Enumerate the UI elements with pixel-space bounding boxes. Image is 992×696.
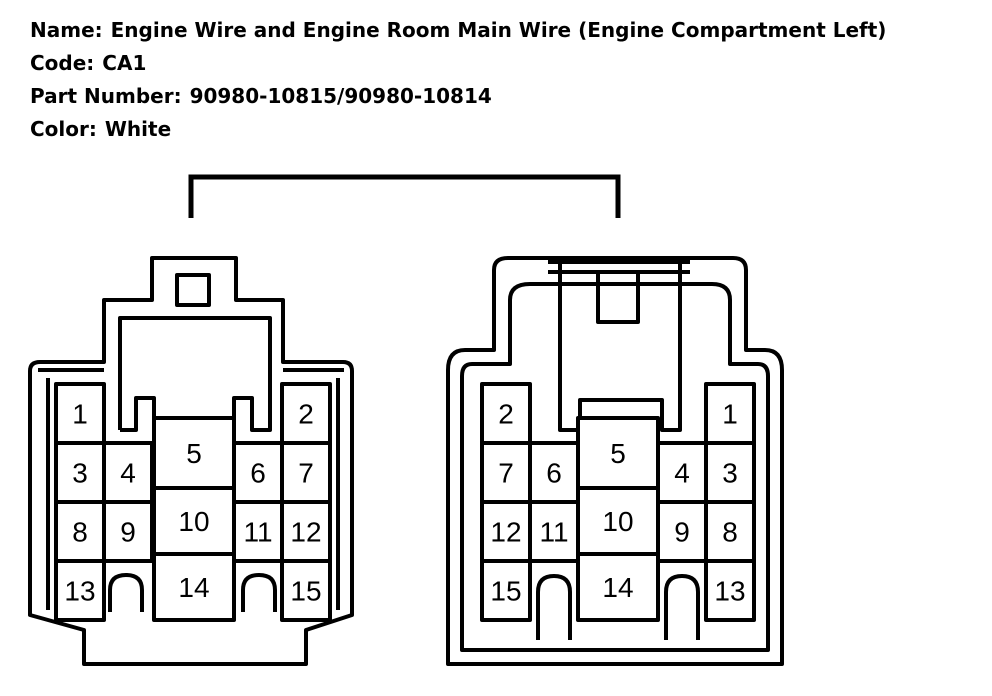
left-pin-label: 7: [298, 458, 314, 489]
right-cavity-13: [704, 559, 756, 622]
right-lock-window: [596, 270, 640, 324]
right-pin-label: 10: [602, 506, 633, 537]
right-pin-label: 3: [722, 458, 738, 489]
left-pin-label: 12: [290, 517, 321, 548]
connector-info: Name: Engine Wire and Engine Room Main Wi…: [30, 14, 886, 146]
right-pin-label: 4: [674, 458, 690, 489]
left-lock-tab-side: [120, 396, 156, 432]
left-cavity-6: [232, 441, 284, 504]
right-pin-label: 6: [546, 458, 562, 489]
right-cavity-3: [704, 441, 756, 504]
code-line: Code: CA1: [30, 47, 886, 80]
left-bottom-notch: [108, 573, 277, 612]
left-cavity-5: [152, 416, 236, 490]
code-label: Code:: [30, 51, 95, 75]
left-cavity-11: [232, 500, 284, 563]
left-cavity-13: [54, 559, 106, 622]
right-pin-label: 14: [602, 572, 633, 603]
left-pin-label: 14: [178, 572, 209, 603]
code-value: CA1: [102, 51, 147, 75]
right-connector: 2 1 7 6 4 3 12 11 9 8 15 13 5 10 14: [446, 256, 784, 666]
right-pin-label: 8: [722, 517, 738, 548]
right-pin-label: 7: [498, 458, 514, 489]
left-cavity-15: [280, 559, 332, 622]
right-cavity-15: [480, 559, 532, 622]
left-pin-label: 13: [64, 576, 95, 607]
left-pin-label: 3: [72, 458, 88, 489]
mating-bracket: [188, 174, 621, 218]
left-lock-tab: [118, 316, 272, 432]
right-cavity-1: [704, 382, 756, 445]
right-pin-label: 5: [610, 438, 626, 469]
name-label: Name:: [30, 18, 103, 42]
part-number-line: Part Number: 90980-10815/90980-10814: [30, 80, 886, 113]
left-cavity-7: [280, 441, 332, 504]
left-pin-label: 10: [178, 506, 209, 537]
right-lock-tab: [548, 260, 690, 432]
right-cavity-5: [576, 416, 660, 490]
right-cavity-11: [528, 500, 580, 563]
name-value: Engine Wire and Engine Room Main Wire (E…: [110, 18, 887, 42]
left-pin-label: 8: [72, 517, 88, 548]
right-bottom-notch: [536, 574, 700, 640]
left-pin-label: 15: [290, 576, 321, 607]
right-pin-label: 15: [490, 576, 521, 607]
left-connector-housing: [28, 256, 354, 666]
right-connector-inner-wall: [460, 282, 770, 652]
left-pin-label: 2: [298, 399, 314, 430]
left-pin-label: 5: [186, 438, 202, 469]
right-pin-label: 2: [498, 399, 514, 430]
color-line: Color: White: [30, 113, 886, 146]
left-cavity-14: [152, 552, 236, 622]
right-pin-label: 13: [714, 576, 745, 607]
part-number-value: 90980-10815/90980-10814: [189, 84, 492, 108]
right-pin-label: 11: [539, 517, 568, 548]
left-pin-label: 1: [72, 399, 88, 430]
color-value: White: [104, 117, 172, 141]
name-line: Name: Engine Wire and Engine Room Main Wi…: [30, 14, 886, 47]
right-pin-label: 12: [490, 517, 521, 548]
right-cavity-14: [576, 552, 660, 622]
right-cavities: 2 1 7 6 4 3 12 11 9 8 15 13 5 10 14: [480, 382, 756, 622]
left-lock-window: [175, 273, 211, 307]
left-pin-label: 9: [120, 517, 136, 548]
right-pin-label: 1: [722, 399, 738, 430]
left-connector-inner-wall: [38, 368, 344, 610]
color-label: Color:: [30, 117, 97, 141]
left-pin-label: 11: [243, 517, 272, 548]
left-cavity-3: [54, 441, 106, 504]
left-pin-label: 4: [120, 458, 136, 489]
part-number-label: Part Number:: [30, 84, 182, 108]
right-connector-housing: [446, 256, 784, 666]
right-pin-label: 9: [674, 517, 690, 548]
left-pin-label: 6: [250, 458, 266, 489]
